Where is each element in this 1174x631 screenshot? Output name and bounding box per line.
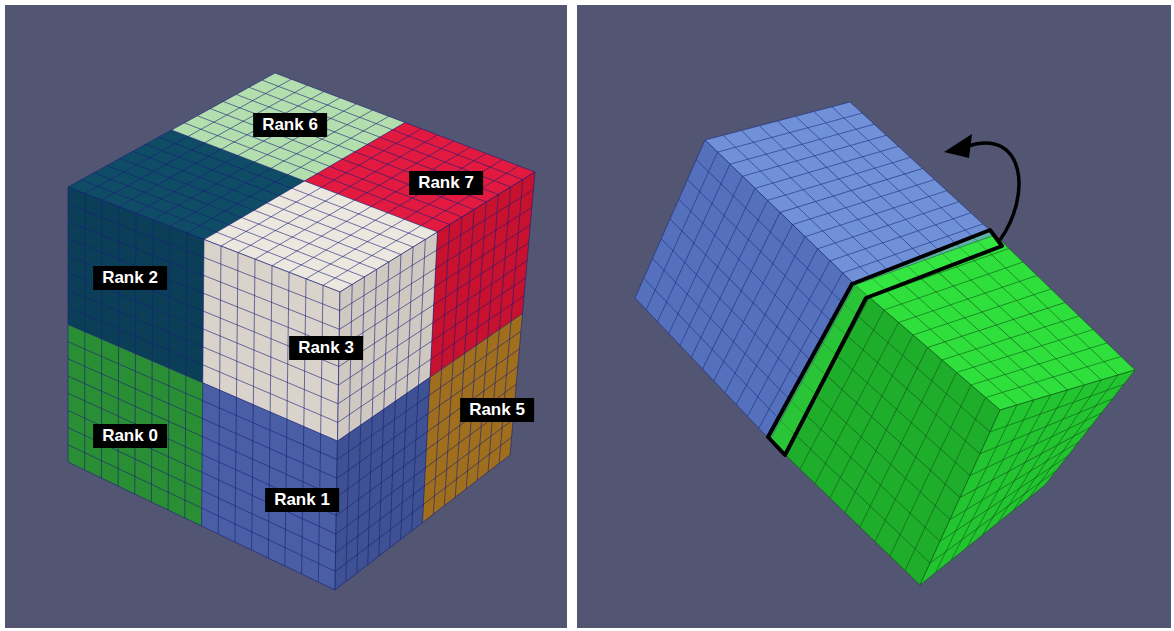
mesh-line: [970, 413, 1101, 476]
mesh-line: [661, 239, 802, 382]
mesh-line: [338, 260, 527, 385]
mesh-line: [170, 110, 373, 226]
halo-strip: [768, 230, 1002, 455]
mesh-line: [940, 456, 1068, 541]
mesh-line: [781, 421, 930, 563]
mesh-line: [68, 204, 340, 310]
mesh-line: [942, 316, 1079, 360]
mesh-line: [338, 278, 525, 404]
mesh-line: [899, 276, 1038, 323]
face-region: [1025, 370, 1135, 463]
mesh-line: [705, 102, 850, 140]
face-region: [920, 463, 1025, 586]
mesh-line: [791, 401, 940, 541]
rank-label: Rank 5: [460, 398, 534, 422]
mesh-line: [834, 324, 980, 454]
mesh-line: [119, 92, 324, 207]
mesh-line: [802, 382, 950, 520]
mesh-line: [730, 124, 874, 164]
mesh-line: [679, 199, 823, 343]
mesh-line: [990, 384, 1124, 432]
rank-label: Rank 6: [253, 113, 327, 137]
mesh-line: [68, 410, 336, 534]
mesh-line: [928, 303, 1066, 348]
mesh-line: [68, 239, 339, 348]
mesh-line: [136, 98, 340, 214]
mesh-line: [770, 440, 920, 585]
mesh-line: [913, 289, 1051, 335]
mesh-line: [238, 135, 438, 253]
mesh-line: [204, 123, 405, 240]
mesh-line: [102, 85, 308, 200]
mesh-line: [696, 160, 844, 305]
left-panel: [5, 5, 567, 628]
mesh-line: [221, 129, 421, 246]
mesh-line: [68, 221, 339, 329]
mesh-line: [68, 359, 337, 478]
mesh-line: [670, 219, 813, 363]
mesh-line: [688, 180, 834, 324]
rank-label: Rank 3: [289, 336, 363, 360]
mesh-line: [957, 330, 1094, 373]
mesh-line: [960, 428, 1090, 498]
mesh-line: [635, 298, 770, 440]
mesh-line: [68, 73, 275, 187]
mesh-line: [644, 278, 781, 420]
mesh-line: [980, 399, 1113, 454]
mesh-line: [705, 140, 855, 285]
rank-label: Rank 2: [93, 266, 167, 290]
mesh-line: [823, 343, 970, 476]
mesh-faces: [68, 73, 1135, 590]
mesh-line: [153, 104, 356, 220]
mesh-line: [950, 442, 1079, 520]
mesh-line: [340, 172, 535, 292]
mesh-line: [68, 462, 335, 590]
mesh-line: [336, 420, 513, 553]
mesh-line: [68, 376, 337, 497]
mesh-line: [339, 225, 530, 348]
rank-label: Rank 0: [93, 424, 167, 448]
mesh-line: [971, 343, 1107, 385]
mesh-line: [337, 331, 521, 459]
mesh-line: [68, 307, 338, 422]
rotation-arrow: [968, 143, 1019, 240]
mesh-line: [920, 485, 1045, 585]
mesh-line: [813, 363, 961, 498]
mesh-line: [335, 455, 510, 590]
mesh-line: [844, 304, 990, 432]
rank-label: Rank 7: [409, 171, 483, 195]
mesh-line: [335, 437, 511, 571]
mesh-line: [818, 202, 959, 249]
mesh-line: [68, 187, 340, 292]
arrow-head: [944, 134, 972, 158]
right-panel: [577, 5, 1171, 628]
mesh-line: [930, 471, 1056, 563]
face-region: [635, 219, 741, 369]
mesh-line: [718, 113, 863, 152]
mesh-line: [339, 207, 532, 329]
rank-label: Rank 1: [265, 488, 339, 512]
mesh-line: [339, 243, 529, 367]
mesh-line: [653, 259, 792, 402]
mesh-line: [337, 367, 518, 497]
